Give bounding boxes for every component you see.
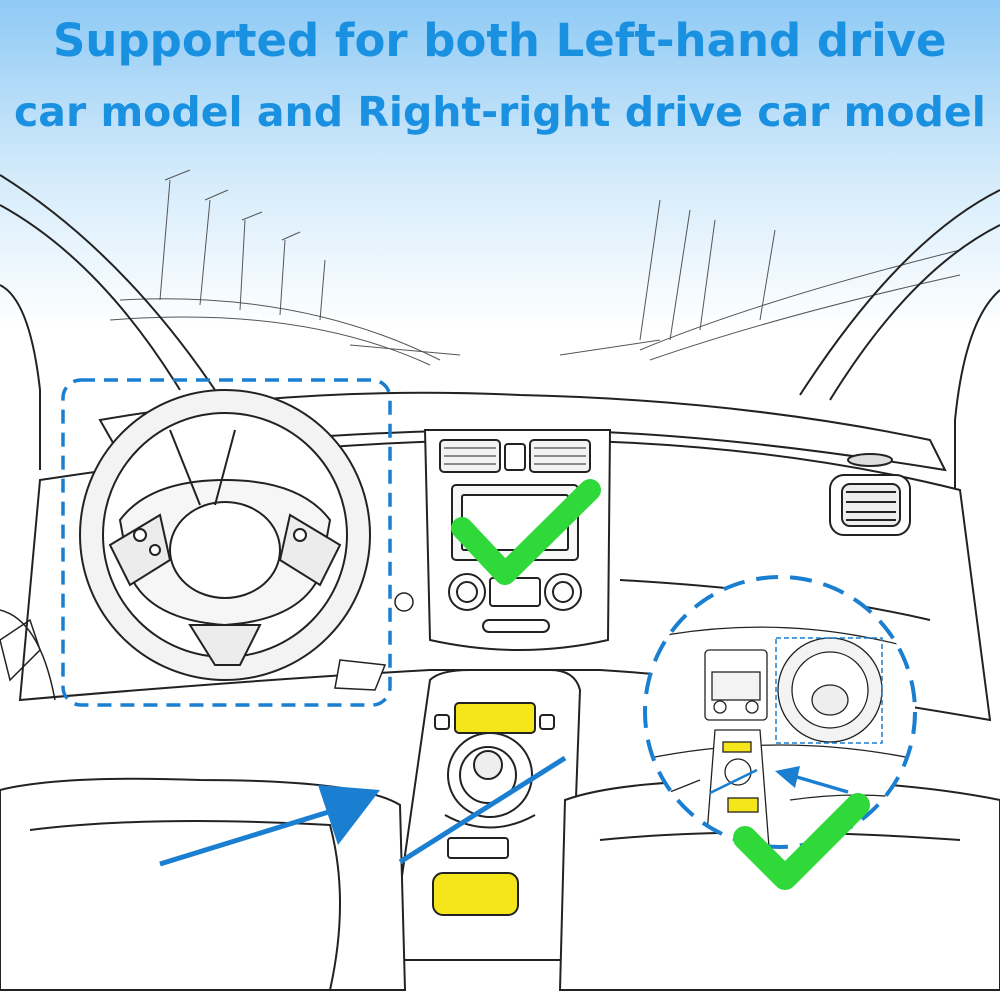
center-console: [388, 669, 582, 961]
console-pad-lower: [432, 872, 519, 916]
steering-wheel: [79, 389, 371, 681]
check-mark-icon: [733, 793, 870, 890]
check-mark-icon: [451, 479, 601, 585]
console-pad-upper: [454, 702, 536, 734]
headline-line-1: Supported for both Left-hand drive: [53, 14, 947, 67]
windshield-scenery: [109, 169, 961, 366]
sky-background: [0, 0, 1000, 330]
left-drive-highlight: [61, 378, 392, 707]
right-drive-inset: [643, 575, 917, 849]
right-drive-inset-highlight: [775, 637, 883, 744]
lower-dash-lines: [0, 592, 414, 701]
left-arrow-icon: [159, 785, 380, 867]
inset-arrow-icon: [789, 773, 849, 794]
headline-line-2: car model and Right-right drive car mode…: [14, 88, 986, 136]
console-pointer-line: [398, 755, 567, 865]
windshield-frame: [0, 174, 1000, 520]
center-stack: [423, 429, 612, 651]
